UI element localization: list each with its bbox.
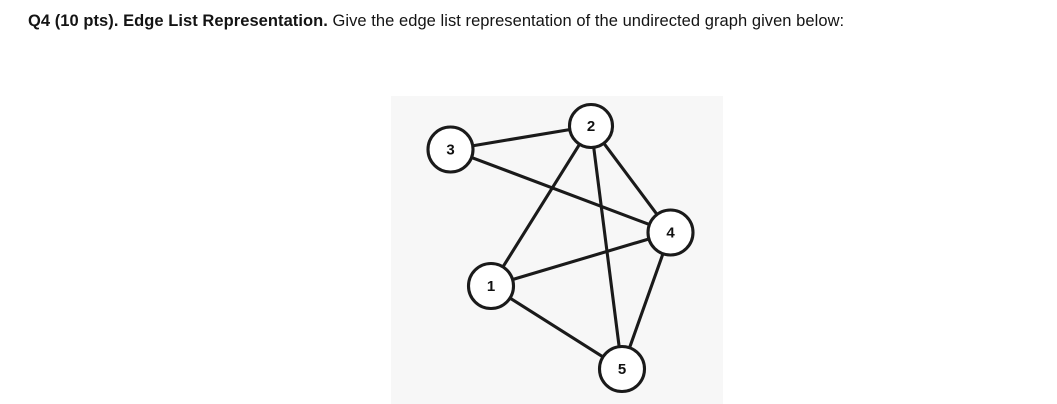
graph-edge-3-4 [468,155,653,227]
graph-node-label-1: 1 [487,278,495,295]
question-bold-prefix: Q4 (10 pts). Edge List Representation. [28,12,328,30]
graph-node-1: 1 [466,261,516,311]
graph-edge-1-4 [509,237,652,282]
graph-edge-3-2 [469,127,573,148]
graph-node-circle-4 [646,208,695,257]
graph-edge-layer [468,127,665,360]
graph-node-label-2: 2 [587,118,595,135]
question-text: Q4 (10 pts). Edge List Representation. G… [28,6,1038,36]
question-body: Give the edge list representation of the… [327,12,845,30]
graph-node-4: 4 [646,208,695,257]
graph-node-circle-2 [567,102,615,150]
graph-node-label-4: 4 [666,225,675,242]
graph-edge-2-4 [601,140,660,217]
graph-node-label-5: 5 [618,361,626,378]
graph-edge-2-5 [592,144,621,350]
graph-node-circle-3 [426,125,475,174]
graph-node-2: 2 [567,102,615,150]
graph-node-3: 3 [426,125,475,174]
graph-node-circle-1 [466,261,516,311]
undirected-graph-diagram: 3 2 4 1 5 [426,102,695,394]
graph-edge-2-1 [500,141,582,270]
graph-figure: 3 2 4 1 5 [391,96,723,404]
graph-edge-4-5 [627,251,665,351]
graph-node-circle-5 [597,344,647,394]
graph-node-5: 5 [597,344,647,394]
graph-node-label-3: 3 [446,142,454,159]
graph-node-layer: 3 2 4 1 5 [426,102,695,394]
graph-edge-1-5 [507,295,606,360]
